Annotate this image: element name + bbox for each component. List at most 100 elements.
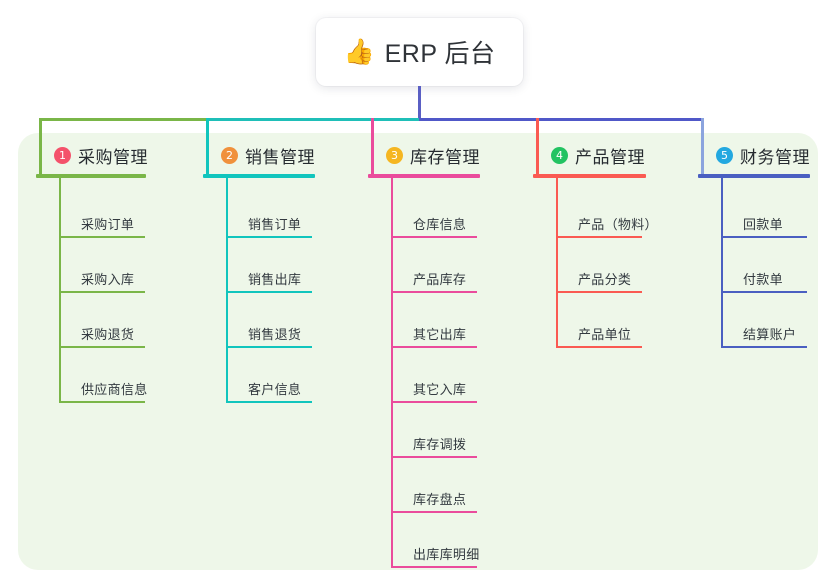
branch-underline [698,174,810,178]
leaf-node[interactable]: 产品单位 [556,293,642,348]
branch-column-1: 1 采购管理采购订单采购入库采购退货供应商信息 [36,133,186,570]
leaf-node[interactable]: 出库库明细 [391,513,479,568]
connector-drop-1 [39,118,42,175]
root-node-content: 👍 ERP 后台 [343,34,495,70]
leaf-node[interactable]: 仓库信息 [391,183,477,238]
connector-drop-2 [206,118,209,175]
branch-header-4[interactable]: 4 产品管理 [551,143,645,168]
leaf-node[interactable]: 销售订单 [226,183,312,238]
leaf-node-underline [226,401,312,403]
leaf-node-underline [391,566,477,568]
leaf-node-underline [556,346,642,348]
leaf-node[interactable]: 供应商信息 [59,348,148,403]
leaf-node[interactable]: 产品分类 [556,238,642,293]
leaf-node-underline [59,236,145,238]
branch-number-badge: 3 [386,147,403,164]
branch-title: 库存管理 [410,148,480,167]
leaf-node[interactable]: 采购入库 [59,238,145,293]
branch-panel-background [18,133,818,570]
leaf-node[interactable]: 销售退货 [226,293,312,348]
branch-header-2[interactable]: 2 销售管理 [221,143,315,168]
leaf-node[interactable]: 客户信息 [226,348,312,403]
leaf-node-underline [391,456,477,458]
leaf-node[interactable]: 采购订单 [59,183,145,238]
leaf-node-underline [556,291,642,293]
branch-spine [721,178,723,348]
leaf-node-underline [721,346,807,348]
branch-title: 采购管理 [78,148,148,167]
connector-bus-segment-3 [419,118,704,121]
leaf-node[interactable]: 销售出库 [226,238,312,293]
leaf-node-underline [556,236,642,238]
leaf-node-underline [391,236,477,238]
branch-underline [203,174,315,178]
leaf-node[interactable]: 采购退货 [59,293,145,348]
leaf-node-label: 客户信息 [248,382,302,397]
connector-drop-5 [701,118,704,175]
branch-column-2: 2 销售管理销售订单销售出库销售退货客户信息 [203,133,355,570]
leaf-node-underline [391,401,477,403]
branch-number-badge: 1 [54,147,71,164]
leaf-node[interactable]: 产品库存 [391,238,477,293]
branch-column-3: 3 库存管理仓库信息产品库存其它出库其它入库库存调拨库存盘点出库库明细 [368,133,520,570]
branch-spine [59,178,61,403]
leaf-node-label: 回款单 [743,217,783,232]
leaf-node-underline [59,401,145,403]
branch-underline [36,174,146,178]
leaf-node-label: 供应商信息 [81,382,148,397]
branch-header-3[interactable]: 3 库存管理 [386,143,480,168]
leaf-node[interactable]: 回款单 [721,183,807,238]
leaf-node-label: 结算账户 [743,327,797,342]
leaf-node-underline [721,236,807,238]
connector-bus-segment-2 [206,118,421,121]
branch-number-badge: 5 [716,147,733,164]
leaf-node-label: 产品单位 [578,327,632,342]
leaf-node-underline [59,291,145,293]
leaf-node-underline [226,346,312,348]
leaf-node[interactable]: 其它入库 [391,348,477,403]
branch-column-5: 5 财务管理回款单付款单结算账户 [698,133,839,570]
branch-header-5[interactable]: 5 财务管理 [716,143,810,168]
leaf-node[interactable]: 库存盘点 [391,458,477,513]
leaf-node-label: 仓库信息 [413,217,467,232]
leaf-node-underline [721,291,807,293]
leaf-node-label: 其它入库 [413,382,467,397]
branch-number-badge: 4 [551,147,568,164]
branch-header-1[interactable]: 1 采购管理 [54,143,148,168]
leaf-node-label: 销售订单 [248,217,302,232]
leaf-node-label: 其它出库 [413,327,467,342]
root-node[interactable]: 👍 ERP 后台 [316,18,523,86]
leaf-node-label: 采购退货 [81,327,135,342]
leaf-node-label: 产品分类 [578,272,632,287]
branch-title: 财务管理 [740,148,810,167]
branch-title: 产品管理 [575,148,645,167]
leaf-node-label: 销售退货 [248,327,302,342]
leaf-node[interactable]: 其它出库 [391,293,477,348]
leaf-node[interactable]: 结算账户 [721,293,807,348]
branch-underline [533,174,646,178]
branch-spine [226,178,228,403]
leaf-node-label: 销售出库 [248,272,302,287]
leaf-node-label: 采购订单 [81,217,135,232]
leaf-node-underline [226,236,312,238]
leaf-node-underline [391,511,477,513]
branch-underline [368,174,480,178]
leaf-node-label: 付款单 [743,272,783,287]
connector-drop-4 [536,118,539,175]
branch-title: 销售管理 [245,148,315,167]
leaf-node[interactable]: 库存调拨 [391,403,477,458]
root-node-title: ERP 后台 [384,40,496,68]
leaf-node[interactable]: 产品（物料） [556,183,658,238]
leaf-node-underline [226,291,312,293]
branch-number-badge: 2 [221,147,238,164]
leaf-node-label: 产品（物料） [578,217,658,232]
leaf-node-label: 库存盘点 [413,492,467,507]
branch-spine [556,178,558,348]
leaf-node[interactable]: 付款单 [721,238,807,293]
leaf-node-label: 采购入库 [81,272,135,287]
connector-drop-3 [371,118,374,175]
connector-root-stem [418,86,421,121]
branch-column-4: 4 产品管理产品（物料） 产品分类产品单位 [533,133,686,570]
leaf-node-underline [59,346,145,348]
leaf-node-label: 产品库存 [413,272,467,287]
